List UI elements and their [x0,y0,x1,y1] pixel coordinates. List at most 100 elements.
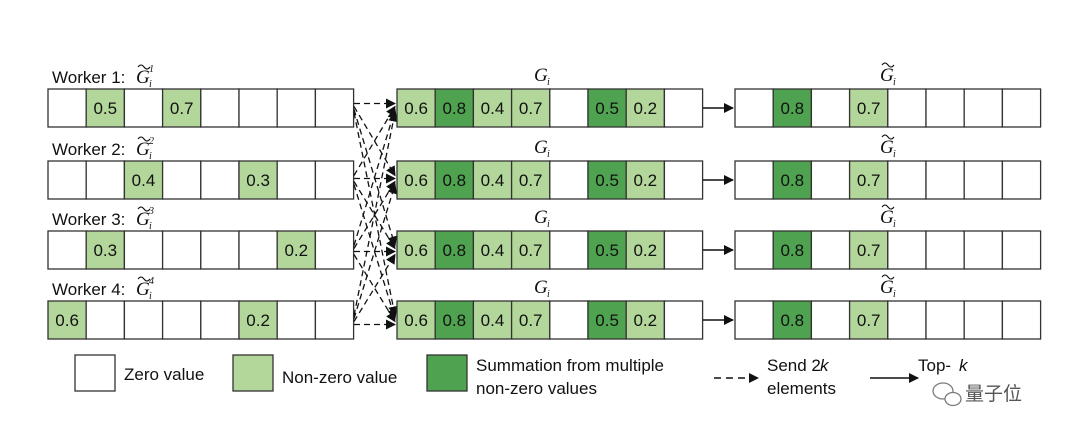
cell-nonzero [47,300,87,340]
cell-zero [734,230,774,270]
cell-value: 0.8 [442,171,466,190]
legend-nonzero-label: Non-zero value [282,368,397,387]
cell-zero [549,300,589,340]
worker-label: Worker 2: [52,140,125,159]
superscript: 1 [149,64,154,75]
cell-zero [200,300,240,340]
tilde-mark [137,206,151,212]
cell-nonzero [396,230,436,270]
cell-nonzero [396,88,436,128]
cell-zero [123,300,164,340]
superscript: 2 [149,136,154,147]
cell-summed [434,300,475,340]
cell-zero [47,230,87,270]
cell-nonzero [848,230,889,270]
subscript: i [893,219,896,230]
cell-zero [549,160,589,200]
cell-value: 0.2 [633,311,657,330]
cell-nonzero [625,88,666,128]
cell-zero [810,160,851,200]
tilde-mark [137,64,151,70]
cell-nonzero [848,160,889,200]
aggregated-label: G [534,277,548,298]
cell-value: 0.3 [246,171,270,190]
cell-summed [772,160,813,200]
cell-zero [123,88,164,128]
cell-value: 0.6 [55,311,79,330]
cell-value: 0.2 [633,99,657,118]
cell-summed [587,230,627,270]
cell-zero [963,300,1004,340]
cell-summed [587,88,627,128]
aggregated-label: G [534,207,548,228]
cell-nonzero [625,230,666,270]
cell-value: 0.4 [481,171,505,190]
subscript: i [547,77,550,88]
cell-zero [925,230,965,270]
legend-send-label-line2: elements [767,379,836,398]
cell-value: 0.7 [857,311,881,330]
cell-value: 0.4 [481,311,505,330]
legend-summed-label-line2: non-zero values [476,379,597,398]
cell-zero [314,88,355,128]
superscript: 4 [149,276,154,287]
cell-value: 0.4 [481,241,505,260]
cell-zero [810,230,851,270]
legend-summed-label-line1: Summation from multiple [476,356,664,375]
cell-value: 0.6 [404,311,428,330]
cell-zero [276,300,317,340]
cell-zero [276,88,317,128]
cell-value: 0.7 [857,241,881,260]
cell-nonzero [625,300,666,340]
cell-value: 0.5 [595,99,619,118]
cell-nonzero [848,88,889,128]
cell-zero [810,88,851,128]
cell-nonzero [625,160,666,200]
send-2k-line [353,183,398,319]
superscript: 3 [148,206,154,217]
cell-zero [1001,88,1042,128]
cell-zero [963,230,1004,270]
cell-zero [85,160,126,200]
cell-zero [663,230,704,270]
cell-zero [925,300,965,340]
tilde-mark [881,62,895,68]
cell-nonzero [472,300,513,340]
send-2k-connections [353,98,399,330]
legend-send-k: k [820,356,830,375]
cell-nonzero [161,88,202,128]
cell-zero [887,300,927,340]
g-symbol: G [136,67,150,88]
cell-nonzero [396,160,436,200]
tilde-mark [137,276,151,282]
cell-value: 0.8 [780,171,804,190]
cell-value: 0.8 [442,311,466,330]
cell-summed [434,160,475,200]
subscript: i [149,79,152,90]
cell-value: 0.7 [857,171,881,190]
send-2k-line [353,181,396,250]
watermark-text: 量子位 [965,383,1022,405]
legend-send-label-line1: Send 2 [767,356,821,375]
cell-value: 0.4 [481,99,505,118]
tilde-mark [881,134,895,140]
subscript: i [547,149,550,160]
cell-zero [200,88,240,128]
cell-value: 0.5 [595,171,619,190]
cell-zero [1001,160,1042,200]
worker-label: Worker 1: [52,68,125,87]
cell-nonzero [238,160,278,200]
cell-zero [314,230,355,270]
cell-zero [734,88,774,128]
cell-value: 0.5 [595,241,619,260]
